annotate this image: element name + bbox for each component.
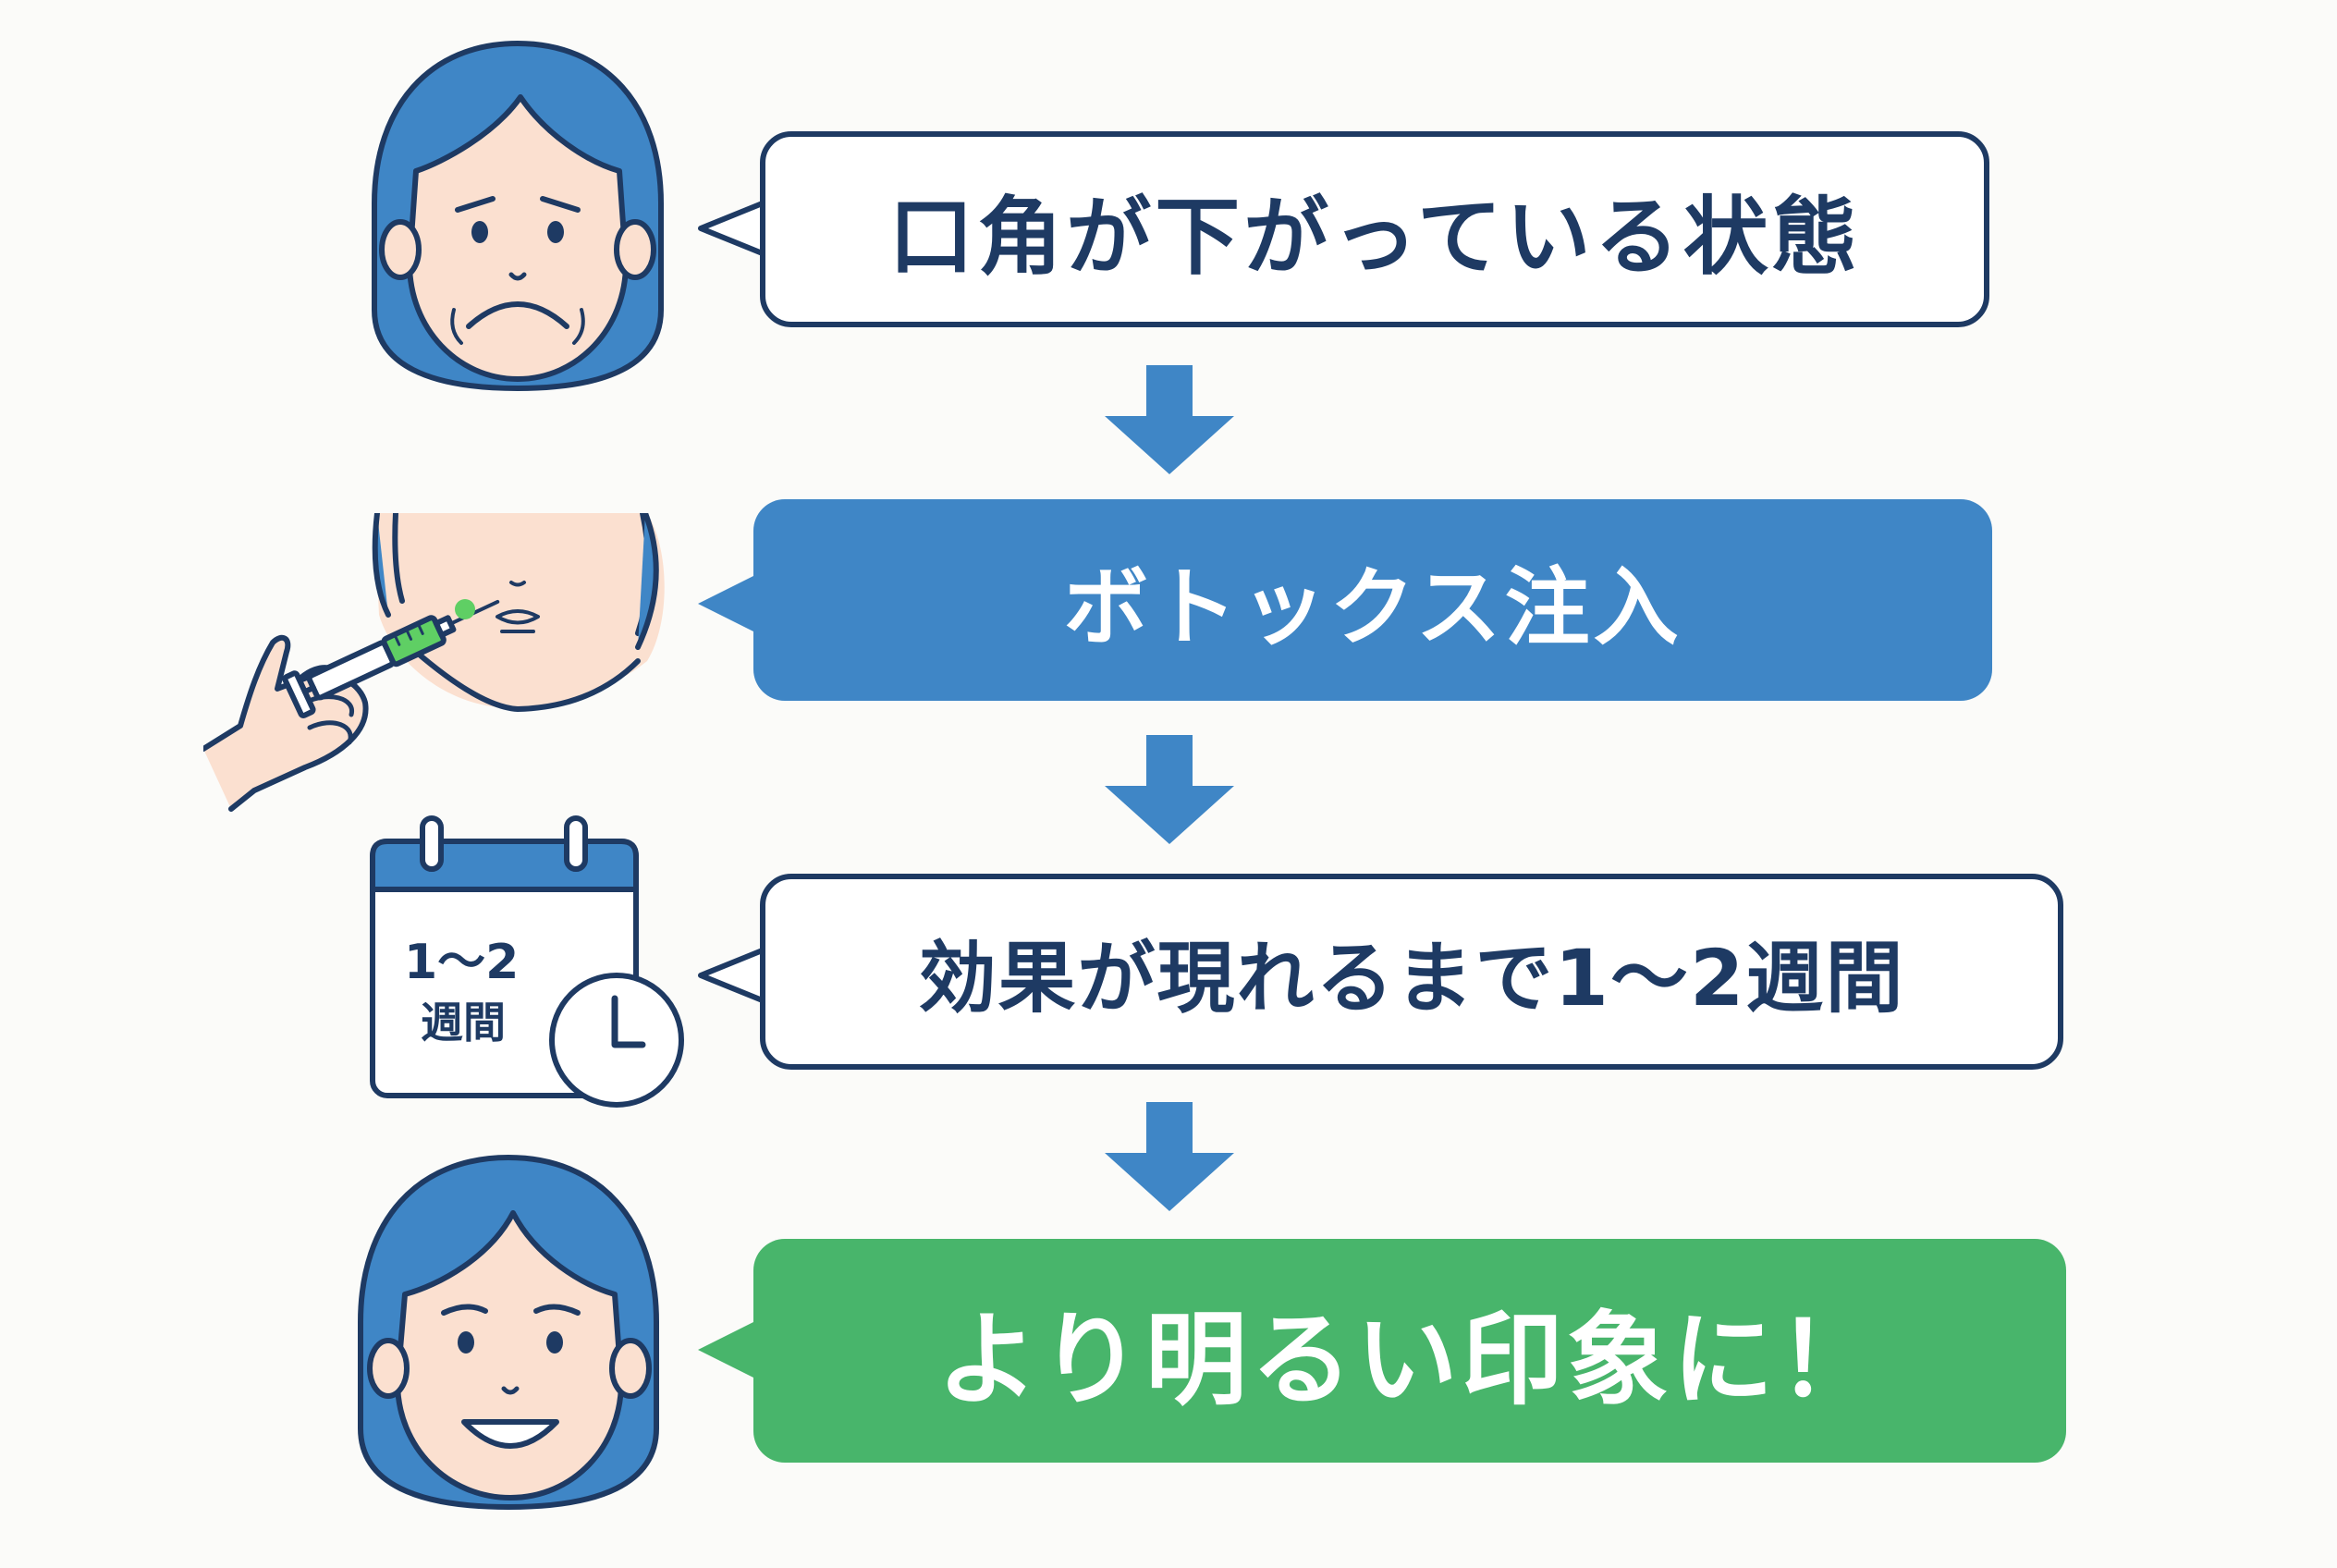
down-arrow-icon [1105, 365, 1234, 474]
bubble-tail-2 [698, 571, 763, 636]
step-1-label: 口角が下がっている状態 [760, 131, 1989, 327]
calendar-unit: 週間 [421, 998, 506, 1047]
step-2-label: ボトックス注入 [753, 499, 1992, 701]
calendar-clock-icon: 1〜2 週間 [365, 814, 689, 1123]
down-arrow-icon [1105, 1102, 1234, 1211]
calendar-duration: 1〜2 [404, 935, 520, 990]
sad-face-icon [372, 41, 664, 391]
bubble-tail-1 [698, 198, 771, 259]
happy-face-icon [358, 1155, 659, 1510]
bubble-tail-3 [698, 945, 771, 1006]
step-3-label: 効果が現れるまで1〜2週間 [760, 874, 2063, 1070]
injection-icon [203, 513, 665, 812]
step-4-label: より明るい印象に！ [753, 1239, 2066, 1463]
bubble-tail-4 [698, 1317, 763, 1382]
down-arrow-icon [1105, 735, 1234, 844]
